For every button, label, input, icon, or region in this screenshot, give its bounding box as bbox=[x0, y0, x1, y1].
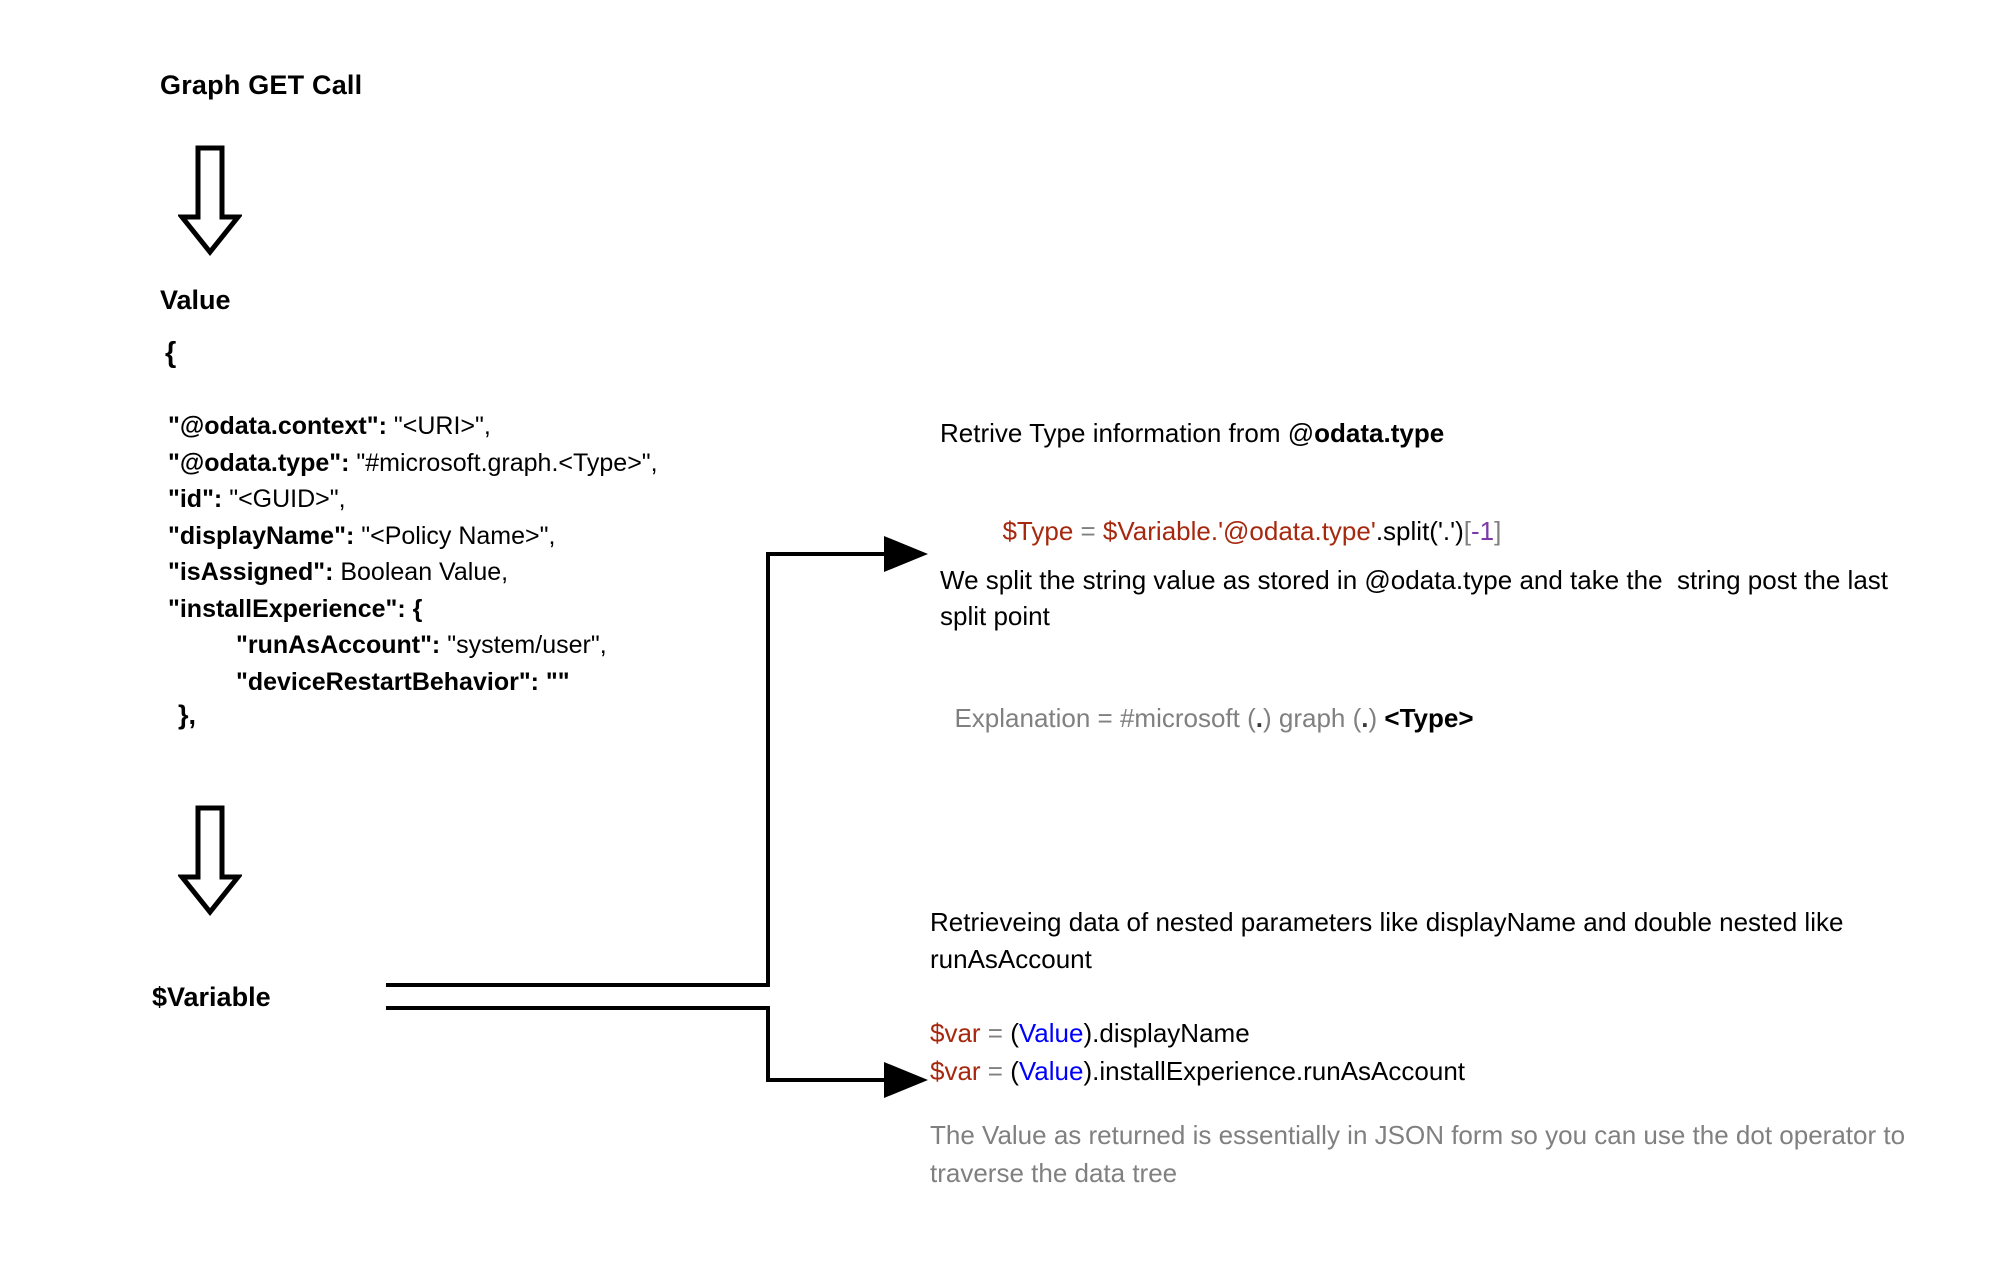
var-code-line: $var = (Value).installExperience.runAsAc… bbox=[930, 1052, 1465, 1090]
type-code-index: -1 bbox=[1471, 516, 1495, 546]
page-title: Graph GET Call bbox=[160, 70, 363, 100]
json-line: "id": "<GUID>", bbox=[168, 481, 658, 518]
explanation-dot-1: . bbox=[1255, 703, 1263, 733]
var-code-equals: = bbox=[980, 1018, 1011, 1048]
json-value: "#microsoft.graph.<Type>", bbox=[349, 448, 658, 477]
nested-parameters-heading: Retrieveing data of nested parameters li… bbox=[930, 907, 1851, 974]
json-key: "deviceRestartBehavior": "" bbox=[236, 667, 570, 696]
var-code-path: .displayName bbox=[1092, 1018, 1250, 1048]
type-code-split-call: .split('.') bbox=[1375, 516, 1464, 546]
var-code-equals: = bbox=[980, 1056, 1011, 1086]
json-key: "runAsAccount": bbox=[236, 631, 441, 659]
json-line: "installExperience": { bbox=[168, 591, 658, 628]
json-line: "@odata.context": "<URI>", bbox=[168, 408, 658, 445]
json-key: "@odata.context": bbox=[168, 412, 387, 440]
type-code-equals: = bbox=[1073, 516, 1103, 546]
var-code-lhs: $var bbox=[930, 1018, 981, 1048]
json-value: "<GUID>", bbox=[222, 485, 346, 513]
explanation-type-token: <Type> bbox=[1384, 703, 1474, 733]
var-code-line: $var = (Value).displayName bbox=[930, 1014, 1465, 1052]
json-line: "displayName": "<Policy Name>", bbox=[168, 518, 658, 555]
json-key: "installExperience": { bbox=[168, 594, 423, 623]
json-value: "<Policy Name>", bbox=[354, 521, 556, 550]
var-code-path: .installExperience.runAsAccount bbox=[1092, 1056, 1466, 1086]
explanation-suffix: ) bbox=[1368, 703, 1385, 733]
explanation-prefix: Explanation = #microsoft ( bbox=[954, 703, 1256, 733]
json-value: "<URI>", bbox=[386, 412, 491, 440]
type-code-bracket-close: ] bbox=[1494, 516, 1502, 546]
json-key: "@odata.type": bbox=[168, 448, 350, 477]
type-code-bracket-open: [ bbox=[1463, 516, 1471, 546]
var-code-lhs: $var bbox=[930, 1056, 981, 1086]
json-key: "displayName": bbox=[168, 521, 355, 550]
var-code-paren-open: ( bbox=[1010, 1018, 1019, 1048]
retrive-heading-plain: Retrive Type information from @ bbox=[940, 418, 1315, 448]
var-code-paren-open: ( bbox=[1010, 1056, 1019, 1086]
json-line: "isAssigned": Boolean Value, bbox=[168, 554, 658, 591]
var-code-expressions: $var = (Value).displayName$var = (Value)… bbox=[930, 1014, 1465, 1090]
type-code-lhs: $Type bbox=[1002, 516, 1074, 546]
split-explanation-text: We split the string value as stored in @… bbox=[940, 565, 1896, 631]
json-line: "deviceRestartBehavior": "" bbox=[168, 664, 658, 701]
json-value: Boolean Value, bbox=[333, 558, 509, 586]
explanation-mid: ) graph ( bbox=[1263, 703, 1362, 733]
explanation-breakdown-line: Explanation = #microsoft (.) graph (.) <… bbox=[940, 672, 1474, 734]
flow-arrow-down-2-icon bbox=[176, 805, 244, 922]
type-code-expression: $Type = $Variable.'@odata.type'.split('.… bbox=[988, 485, 1501, 547]
var-code-value-token: Value bbox=[1018, 1018, 1084, 1048]
connector-lower bbox=[386, 1006, 928, 1098]
json-brace-open: { bbox=[165, 337, 177, 369]
json-key: "id": bbox=[168, 485, 223, 513]
value-label: Value bbox=[160, 285, 231, 315]
json-brace-close: }, bbox=[178, 700, 197, 730]
var-code-paren-close: ) bbox=[1083, 1056, 1093, 1086]
json-traversal-note: The Value as returned is essentially in … bbox=[930, 1120, 1913, 1188]
var-code-paren-close: ) bbox=[1083, 1018, 1093, 1048]
retrive-type-heading: Retrive Type information from @odata.typ… bbox=[940, 418, 1940, 449]
json-value: "system/user", bbox=[440, 631, 607, 659]
type-code-rhs: $Variable.'@odata.type' bbox=[1102, 516, 1376, 546]
json-payload-block: "@odata.context": "<URI>","@odata.type":… bbox=[168, 408, 658, 700]
explanation-dot-2: . bbox=[1361, 703, 1369, 733]
retrive-heading-bold: odata.type bbox=[1314, 418, 1445, 448]
json-key: "isAssigned": bbox=[168, 558, 334, 586]
var-code-value-token: Value bbox=[1018, 1056, 1084, 1086]
variable-label: $Variable bbox=[152, 982, 271, 1012]
json-line: "runAsAccount": "system/user", bbox=[168, 627, 658, 664]
flow-arrow-down-icon bbox=[176, 145, 244, 262]
json-line: "@odata.type": "#microsoft.graph.<Type>"… bbox=[168, 445, 658, 482]
